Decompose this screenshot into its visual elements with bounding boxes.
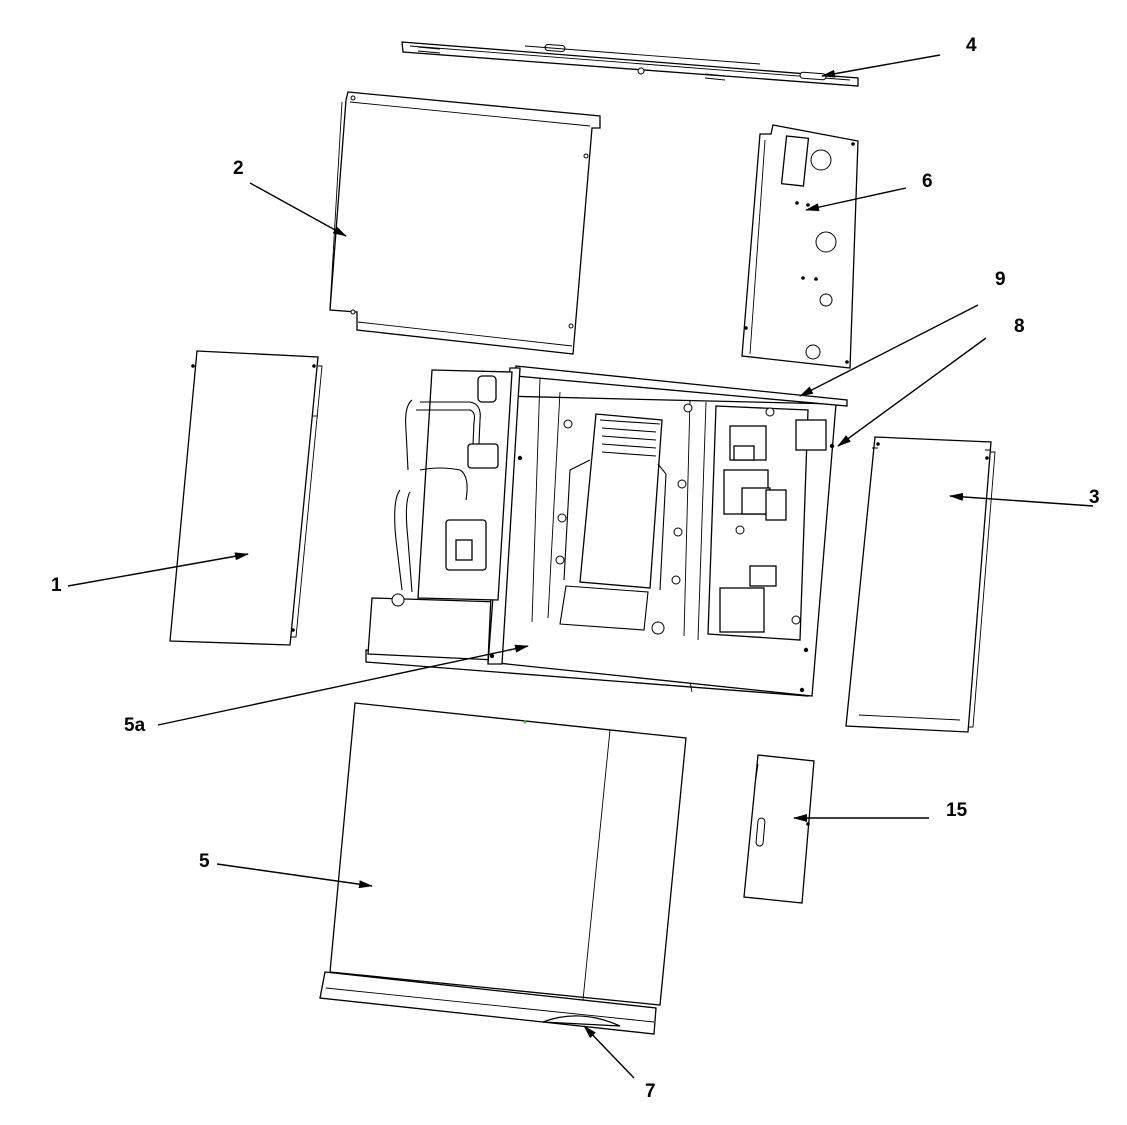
callout-9: 9 <box>995 269 1006 290</box>
callout-3: 3 <box>1089 487 1100 508</box>
leader-3 <box>949 492 1094 507</box>
leader-1 <box>67 552 249 587</box>
callout-4: 4 <box>966 35 977 56</box>
leader-6 <box>805 187 907 212</box>
main-chassis <box>365 365 848 697</box>
callout-5a: 5a <box>124 715 146 736</box>
small-access-cover <box>743 754 815 904</box>
callout-8: 8 <box>1014 316 1025 337</box>
leader-5a <box>157 644 529 726</box>
callout-6: 6 <box>922 171 933 192</box>
leader-7 <box>583 1025 635 1079</box>
left-side-panel <box>169 350 323 646</box>
large-side-panel <box>329 91 601 355</box>
callout-15: 15 <box>946 800 968 821</box>
callout-leaders <box>67 54 1094 1079</box>
leader-4 <box>821 54 941 78</box>
callout-5: 5 <box>199 851 210 872</box>
leader-2 <box>249 182 347 237</box>
front-panel <box>319 702 687 1035</box>
leader-8 <box>837 337 987 447</box>
control-panel <box>741 124 859 369</box>
leader-9 <box>799 304 979 397</box>
top-cover-panel <box>401 41 859 87</box>
callout-7: 7 <box>645 1081 656 1102</box>
leader-5 <box>216 863 373 889</box>
callout-labels: 4 2 6 9 8 3 1 5a 15 5 7 <box>51 35 1100 1102</box>
callout-2: 2 <box>233 158 244 179</box>
right-side-panel <box>845 436 996 733</box>
callout-1: 1 <box>51 575 62 596</box>
